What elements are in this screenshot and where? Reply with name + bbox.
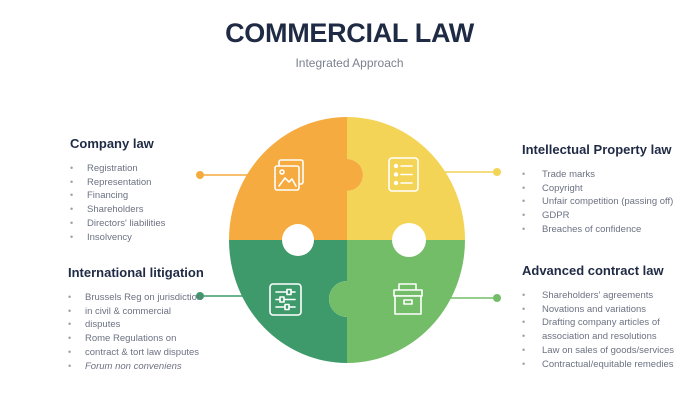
list-item: Copyright xyxy=(522,182,673,196)
list-item: in civil & commercial xyxy=(68,305,204,319)
list-item: Representation xyxy=(70,176,165,190)
sliders-icon xyxy=(269,283,302,316)
puzzle-pieces xyxy=(229,117,465,363)
item-list: Brussels Reg on jurisdiction in civil & … xyxy=(68,291,204,373)
list-item: GDPR xyxy=(522,209,673,223)
section-heading: Company law xyxy=(70,136,154,151)
list-item: contract & tort law disputes xyxy=(68,346,204,360)
page-subtitle: Integrated Approach xyxy=(295,56,404,70)
list-item: Insolvency xyxy=(70,231,165,245)
item-list: Trade marks Copyright Unfair competition… xyxy=(522,168,673,237)
connector-dot-ip xyxy=(493,168,501,176)
image-gallery-icon xyxy=(274,159,304,191)
list-item: Unfair competition (passing off) xyxy=(522,195,673,209)
connector-dot-company xyxy=(196,171,204,179)
list-item: Shareholders xyxy=(70,203,165,217)
list-item: Novations and variations xyxy=(522,303,674,317)
list-item: Shareholders' agreements xyxy=(522,289,674,303)
section-intellectual-property-law: Intellectual Property law Trade marks Co… xyxy=(522,142,673,237)
section-advanced-contract-law: Advanced contract law Shareholders' agre… xyxy=(522,263,674,371)
list-item: Rome Regulations on xyxy=(68,332,204,346)
list-item: Breaches of confidence xyxy=(522,223,673,237)
list-item: Forum non conveniens xyxy=(68,360,204,374)
section-heading: Advanced contract law xyxy=(522,263,664,278)
list-item: Directors' liabilities xyxy=(70,217,165,231)
section-international-litigation: International litigation Brussels Reg on… xyxy=(68,265,204,373)
list-item: disputes xyxy=(68,318,204,332)
puzzle-piece-litigation xyxy=(229,240,347,363)
puzzle-piece-ip xyxy=(347,117,465,240)
section-company-law: Company law Registration Representation … xyxy=(70,136,165,244)
item-list: Registration Representation Financing Sh… xyxy=(70,162,165,244)
page-title: COMMERCIAL LAW xyxy=(225,18,474,48)
list-item: Registration xyxy=(70,162,165,176)
item-list: Shareholders' agreements Novations and v… xyxy=(522,289,674,371)
section-heading: International litigation xyxy=(68,265,204,280)
section-heading: Intellectual Property law xyxy=(522,142,672,157)
list-item: association and resolutions xyxy=(522,330,674,344)
list-item: Brussels Reg on jurisdiction xyxy=(68,291,204,305)
list-item: Drafting company articles of xyxy=(522,316,674,330)
connector-dot-contract xyxy=(493,294,501,302)
list-item: Law on sales of goods/services xyxy=(522,344,674,358)
list-item: Financing xyxy=(70,189,165,203)
list-item: Trade marks xyxy=(522,168,673,182)
checklist-icon xyxy=(388,157,419,192)
archive-box-icon xyxy=(393,283,423,315)
list-item: Contractual/equitable remedies xyxy=(522,358,674,372)
